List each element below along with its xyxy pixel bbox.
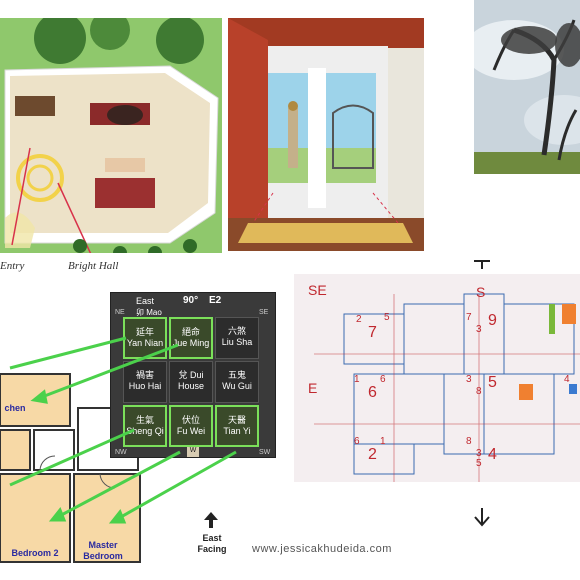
room-number: 9 — [488, 312, 497, 329]
grid-cell-chinese: 生氣 — [135, 415, 154, 425]
grid-cell-english: Tian Yi — [223, 426, 251, 436]
dir-ne: NE — [308, 480, 327, 482]
room-number: 8 — [466, 436, 472, 447]
east-facing-arrow-icon — [204, 512, 218, 528]
dir-n: N — [476, 480, 486, 482]
t-marker-icon — [474, 256, 490, 269]
doorway-render-image — [228, 18, 424, 251]
room-number: 7 — [368, 324, 377, 341]
room-number: 5 — [476, 458, 482, 469]
house-render-image — [0, 18, 222, 253]
north-arrow-icon — [473, 508, 491, 530]
room-number: 8 — [476, 386, 482, 397]
grid-cell-english: Sheng Qi — [126, 426, 164, 436]
kitchen-label: chen — [4, 403, 26, 413]
dir-se: SE — [308, 282, 327, 298]
grid-cell-english: Huo Hai — [128, 381, 162, 391]
trees-photo-image — [474, 0, 580, 174]
grid-cell-english: Fu Wei — [176, 426, 206, 436]
grid-corner-ne: NE — [115, 309, 125, 316]
grid-cell-chinese: 延年 — [135, 327, 154, 337]
grid-cell-chinese: 天醫 — [227, 415, 246, 425]
room-number: 1 — [354, 374, 360, 385]
room-number: 4 — [488, 446, 497, 463]
room-number: 6 — [380, 374, 386, 385]
grid-cell-chinese: 六煞 — [227, 326, 246, 336]
grid-corner-se: SE — [259, 309, 269, 316]
grid-header-sub: 卯 Mao — [136, 308, 162, 317]
grid-header-code: E2 — [209, 295, 222, 306]
grid-corner-sw: SW — [259, 449, 271, 456]
grid-cell-english: Jue Ming — [172, 338, 210, 348]
room-number: 2 — [368, 446, 377, 463]
watermark: www.jessicakhudeida.com — [252, 543, 392, 555]
caption-bright-hall: Bright Hall — [68, 260, 119, 272]
room-number: 3 — [476, 448, 482, 459]
house-render-panel — [0, 18, 222, 253]
floorplan-right-image — [294, 274, 580, 482]
east-facing-label: East Facing — [197, 533, 227, 554]
bedroom2-label: Bedroom 2 — [11, 548, 59, 558]
dir-s: S — [476, 284, 486, 300]
trees-photo-panel — [474, 0, 580, 174]
room-number: 3 — [466, 374, 472, 385]
room-number: 6 — [368, 384, 377, 401]
grid-corner-nw: NW — [115, 449, 127, 456]
grid-cell-chinese: 絕命 — [181, 327, 200, 337]
room-number: 1 — [380, 436, 386, 447]
room-number: 5 — [384, 312, 390, 323]
grid-cell-chinese: 伏位 — [181, 415, 200, 425]
grid-cell-english: Yan Nian — [126, 338, 164, 348]
grid-cell-chinese: 五鬼 — [227, 370, 246, 380]
room-number: 3 — [476, 324, 482, 335]
room-number: 2 — [356, 314, 362, 325]
grid-cell-chinese: 禍害 — [135, 370, 154, 380]
caption-entry: Entry — [0, 260, 25, 272]
room-number: 5 — [488, 374, 497, 391]
grid-cell-english: Liu Sha — [221, 337, 253, 347]
dir-e: E — [308, 380, 318, 396]
grid-header-direction: East — [136, 296, 155, 306]
room-number: 6 — [354, 436, 360, 447]
grid-cell-english: Wu Gui — [222, 381, 252, 391]
master-bedroom-label: Master Bedroom — [83, 540, 123, 561]
grid-header-degree: 90° — [183, 295, 199, 306]
grid-footer-direction: W — [187, 447, 199, 457]
grid-cell-chinese: 兌 Dui — [178, 370, 204, 380]
room-number: 4 — [564, 374, 570, 385]
doorway-render-panel — [228, 18, 424, 251]
grid-cell-english: House — [177, 381, 204, 391]
room-number: 7 — [466, 312, 472, 323]
